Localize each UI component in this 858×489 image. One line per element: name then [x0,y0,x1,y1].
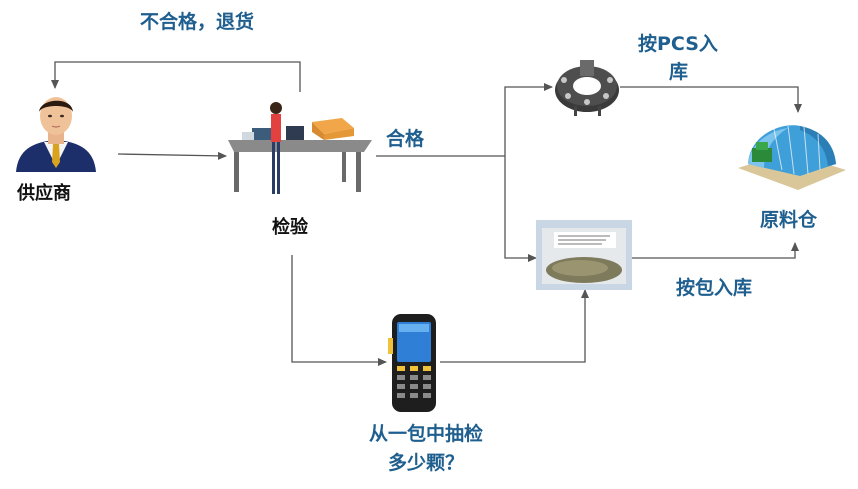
inspection-workbench-icon [228,102,372,194]
reel-component-icon [555,60,619,116]
return-arrow [51,61,301,92]
supplier-to-inspection-arrow [117,151,227,160]
bag-to-warehouse-arrow [632,242,799,259]
raw-material-warehouse-label: 原料仓 [760,209,818,231]
supplier-label: 供应商 [17,183,71,204]
warehouse-icon [738,125,846,190]
inspection-to-scanner-arrow [291,255,387,366]
store-by-pcs-label-line2: 库 [669,61,689,83]
scanner-to-bag-arrow [440,289,589,363]
pass-label: 合格 [386,128,425,150]
store-by-pcs-label-line1: 按PCS入 [638,33,718,55]
component-bag-icon [536,220,632,290]
store-by-bag-label: 按包入库 [676,277,753,299]
reject-return-label: 不合格，退货 [140,11,255,33]
handheld-scanner-icon [388,314,436,412]
sampling-question-line2: 多少颗？ [387,452,464,474]
pcs-to-warehouse-arrow [620,86,802,113]
pass-to-pcs-arrow [504,83,553,156]
sampling-question-line1: 从一包中抽检 [368,423,483,445]
inspection-label: 检验 [272,217,308,238]
businessman-avatar-icon [16,97,96,172]
pass-to-bag-arrow [504,156,537,262]
